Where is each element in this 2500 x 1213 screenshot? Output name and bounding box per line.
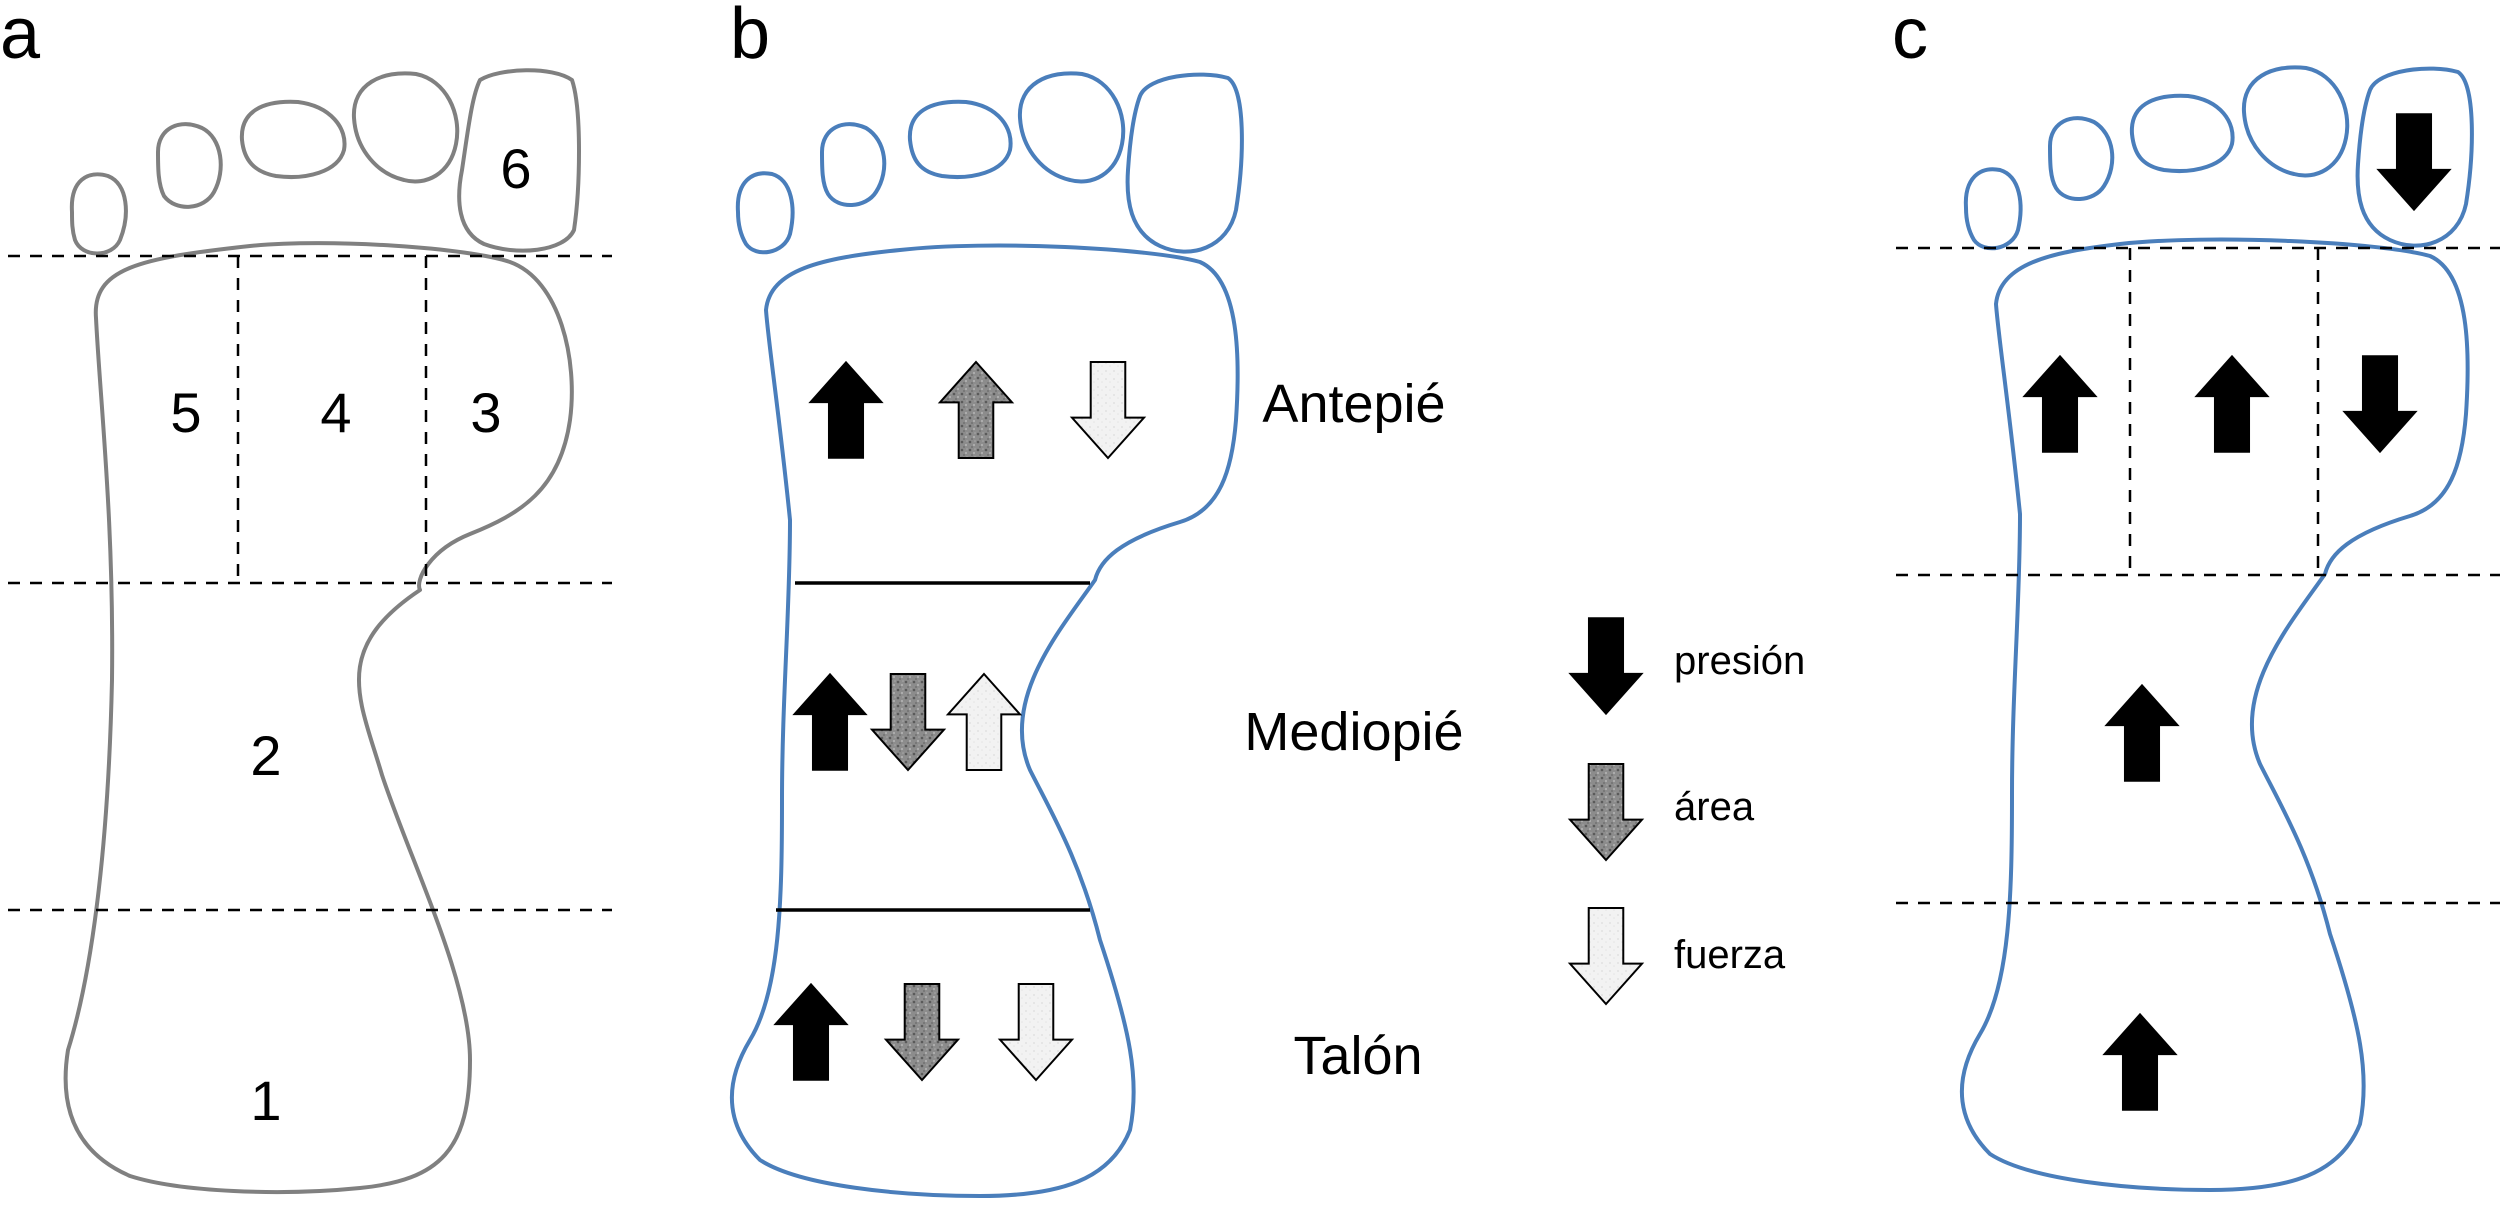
c-midfoot-arrow-1-up [2104, 683, 2180, 782]
arrow-forefoot-presion-up [808, 360, 884, 459]
panel-a: a 1 2 3 4 5 6 [0, 0, 612, 1194]
legend-label-area: área [1674, 785, 1755, 829]
c-heel-arrow-1-up [2102, 1012, 2178, 1111]
c-toe-arrow-1-down [2376, 113, 2452, 212]
legend-area-arrow [1567, 763, 1645, 862]
region-label-forefoot: Antepié [1262, 374, 1445, 434]
arrow-layer [773, 113, 2452, 1111]
region-label-heel: Talón [1293, 1026, 1422, 1086]
zone-label-6: 6 [500, 137, 531, 200]
zone-label-1: 1 [250, 1069, 281, 1132]
panel-letter-a: a [0, 0, 41, 74]
legend-pressure-arrow [1568, 617, 1644, 716]
legend: presión área fuerza [1674, 639, 1805, 977]
c-forefoot-arrow-1-up [2022, 354, 2098, 453]
region-label-midfoot: Mediopié [1244, 702, 1463, 762]
arrow-midfoot-area-down [869, 673, 947, 772]
arrow-forefoot-fuerza-down [1069, 361, 1147, 460]
legend-label-pressure: presión [1674, 639, 1805, 683]
zone-label-2: 2 [250, 724, 281, 787]
legend-label-force: fuerza [1674, 933, 1786, 977]
c-forefoot-arrow-2-up [2194, 354, 2270, 453]
panel-c: c [1892, 0, 2500, 1192]
panel-letter-c: c [1892, 0, 1928, 74]
sole-a [63, 241, 574, 1194]
zone-label-3: 3 [470, 381, 501, 444]
arrow-midfoot-presion-up [792, 672, 868, 771]
panel-letter-b: b [730, 0, 770, 74]
sole-b [729, 243, 1240, 1198]
toes-b [735, 71, 1244, 255]
zone-label-4: 4 [320, 381, 351, 444]
zone-label-5: 5 [170, 381, 201, 444]
arrow-heel-presion-up [773, 982, 849, 1081]
c-forefoot-arrow-3-down [2342, 355, 2418, 454]
arrow-forefoot-area-up [937, 360, 1015, 459]
sole-c [1959, 237, 2470, 1192]
arrow-heel-area-down [883, 983, 961, 1082]
panel-b: b Antepié Mediopié Talón [729, 0, 1464, 1198]
toes-c [1963, 65, 2474, 251]
arrow-midfoot-fuerza-up [945, 672, 1023, 771]
arrow-heel-fuerza-down [997, 983, 1075, 1082]
legend-force-arrow [1567, 907, 1645, 1006]
toes-a [69, 68, 581, 256]
